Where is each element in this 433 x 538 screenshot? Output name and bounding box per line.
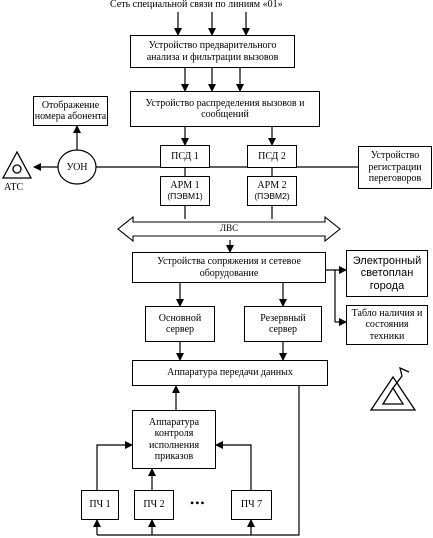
backup-server-box: Резервный сервер — [244, 306, 322, 342]
link-line — [96, 441, 133, 490]
recorder-box: Устройство регистрации переговоров — [358, 146, 432, 189]
arm2-title: АРМ 2 — [257, 180, 287, 192]
number-display-box: Отображение номера абонента — [33, 96, 108, 126]
link-line — [215, 441, 252, 490]
data-transfer-box: Аппаратура передачи данных — [132, 360, 328, 386]
order-control-box: Аппаратура контроля исполнения приказов — [132, 410, 216, 469]
distribution-box: Устройство распределения вызовов и сообщ… — [130, 91, 320, 127]
pre-analysis-box: Устройство предварительного анализа и фи… — [130, 35, 295, 68]
uon-label: УОН — [66, 161, 88, 173]
pch1-box: ПЧ 1 — [81, 490, 119, 520]
pch2-box: ПЧ 2 — [134, 490, 174, 520]
ellipsis-label: ••• — [190, 496, 206, 510]
arm1-title: АРМ 1 — [170, 180, 200, 192]
lan-double-arrow — [117, 215, 341, 243]
ats-label: АТС — [4, 182, 24, 193]
psd2-box: ПСД 2 — [247, 145, 297, 168]
uon-ellipse — [57, 149, 97, 185]
status-board-box: Табло наличия и состояния техники — [346, 305, 428, 345]
arm1-box: АРМ 1 (ПЭВМ1) — [160, 176, 210, 206]
arm1-subtitle: (ПЭВМ1) — [167, 190, 203, 201]
arm2-box: АРМ 2 (ПЭВМ2) — [247, 176, 297, 206]
arm2-subtitle: (ПЭВМ2) — [254, 190, 290, 201]
pch7-box: ПЧ 7 — [231, 490, 272, 520]
light-map-box: Электронный светоплан города — [346, 250, 428, 297]
ats-triangle-icon — [1, 150, 33, 179]
radio-triangle-icon — [369, 366, 417, 411]
lan-label: ЛВС — [220, 223, 239, 233]
psd1-box: ПСД 1 — [160, 145, 210, 168]
link-line — [97, 376, 300, 536]
main-server-box: Основной сервер — [145, 306, 215, 342]
interface-box: Устройства сопряжения и сетевое оборудов… — [132, 252, 326, 283]
network-label: Сеть специальной связи по линиям «01» — [110, 0, 283, 10]
